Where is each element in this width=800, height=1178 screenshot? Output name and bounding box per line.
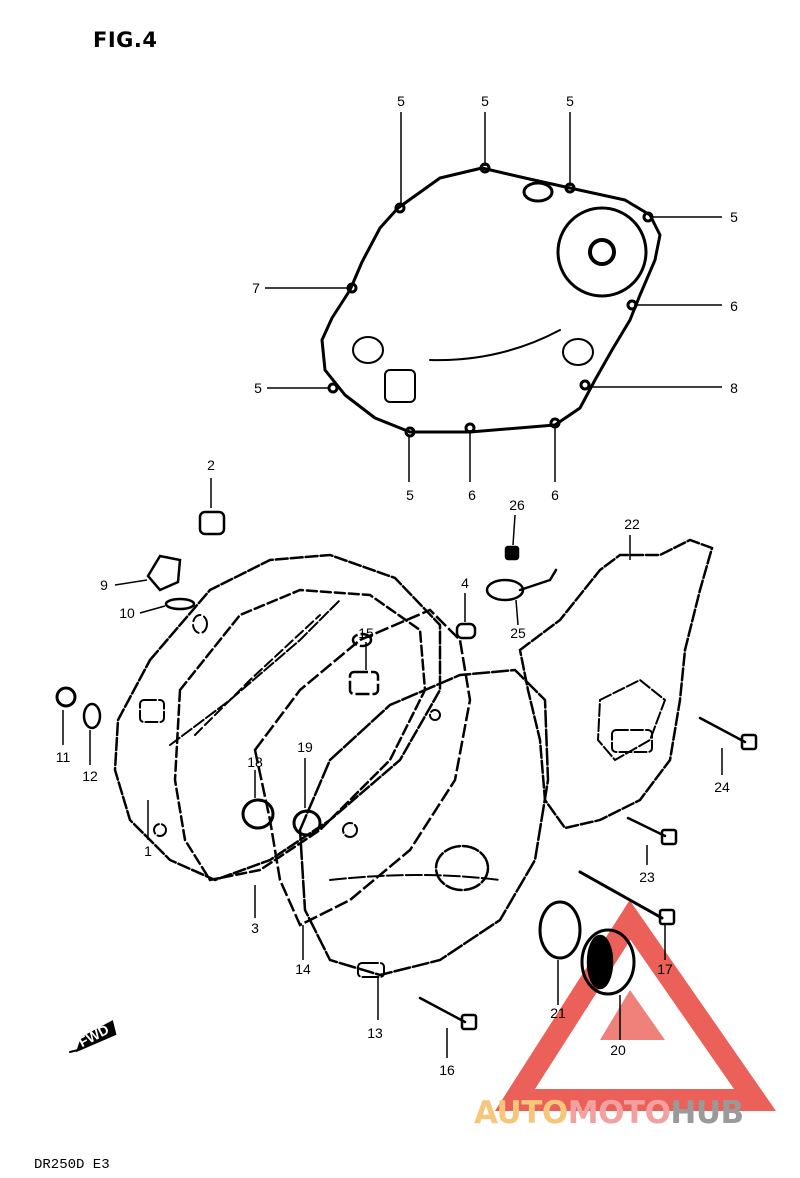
callout-5: 5 [566, 93, 574, 109]
watermark-moto: MOTO [567, 1095, 671, 1131]
callout-9: 9 [100, 577, 108, 593]
leader-lines [62, 112, 723, 1058]
callout-1: 1 [144, 843, 152, 859]
callout-23: 23 [639, 869, 655, 885]
callout-21: 21 [550, 1005, 566, 1021]
callout-6: 6 [551, 487, 559, 503]
magneto-cover-13 [298, 668, 550, 978]
watermark-hub: HUB [670, 1095, 744, 1131]
callout-8: 8 [730, 380, 738, 396]
figure-title: FIG.4 [93, 28, 158, 52]
clutch-cover-gasket [320, 162, 662, 438]
callout-25: 25 [510, 625, 526, 641]
crankcase-gasket-1 [113, 553, 442, 882]
callout-16: 16 [439, 1062, 455, 1078]
watermark-auto: AUTO [474, 1095, 568, 1131]
callout-12: 12 [82, 768, 98, 784]
callout-labels: 5 5 5 5 7 6 5 8 5 6 6 2 26 22 9 10 4 15 … [56, 93, 738, 1078]
callout-6: 6 [468, 487, 476, 503]
callout-7: 7 [252, 280, 260, 296]
callout-13: 13 [367, 1025, 383, 1041]
sprocket-cover-22 [518, 538, 714, 830]
callout-10: 10 [119, 605, 135, 621]
callout-26: 26 [509, 497, 525, 513]
small-parts [55, 510, 758, 1053]
callout-17: 17 [657, 961, 673, 977]
callout-14: 14 [295, 961, 311, 977]
callout-6: 6 [730, 298, 738, 314]
callout-5: 5 [397, 93, 405, 109]
callout-3: 3 [251, 920, 259, 936]
model-code: DR250D E3 [34, 1157, 110, 1173]
callout-5: 5 [406, 487, 414, 503]
callout-15: 15 [358, 625, 374, 641]
callout-20: 20 [610, 1042, 626, 1058]
inner-cover-14 [253, 608, 472, 927]
callout-18: 18 [247, 754, 263, 770]
callout-5: 5 [730, 209, 738, 225]
fwd-arrow-label: FWD [76, 1021, 112, 1050]
callout-19: 19 [297, 739, 313, 755]
callout-24: 24 [714, 779, 730, 795]
callout-4: 4 [461, 575, 469, 591]
watermark-logo-triangle [494, 900, 777, 1111]
callout-5: 5 [254, 380, 262, 396]
callout-22: 22 [624, 516, 640, 532]
callout-5: 5 [481, 93, 489, 109]
callout-2: 2 [207, 457, 215, 473]
watermark-brand-text: AUTOMOTOHUB [474, 1095, 744, 1131]
crankcase-gasket-3 [173, 588, 427, 882]
callout-11: 11 [56, 749, 71, 765]
